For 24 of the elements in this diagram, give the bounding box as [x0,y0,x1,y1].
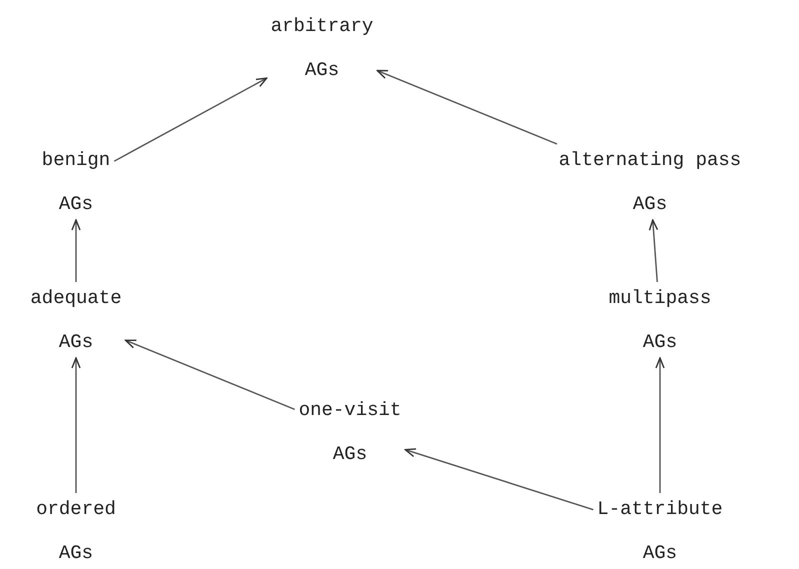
class-label: alternating pass [558,148,742,172]
class-label: benign [42,148,110,172]
class-label: multipass [608,286,712,310]
arrow [124,340,295,410]
class-label: L-attribute [597,497,723,521]
class-suffix: AGs [58,330,94,354]
class-suffix: AGs [632,192,668,216]
class-suffix: AGs [304,58,340,82]
class-suffix: AGs [332,442,368,466]
class-label: one-visit [298,398,402,422]
class-label: adequate [30,286,122,310]
class-suffix: AGs [642,330,678,354]
class-label: arbitrary [270,14,374,38]
arrow [404,448,594,510]
arrow [71,219,81,282]
arrow [114,77,268,162]
arrow [376,70,558,145]
arrow [655,357,665,493]
arrow [71,357,81,493]
class-suffix: AGs [642,541,678,565]
class-suffix: AGs [58,192,94,216]
arrow [648,219,658,282]
class-label: ordered [36,497,116,521]
class-suffix: AGs [58,541,94,565]
